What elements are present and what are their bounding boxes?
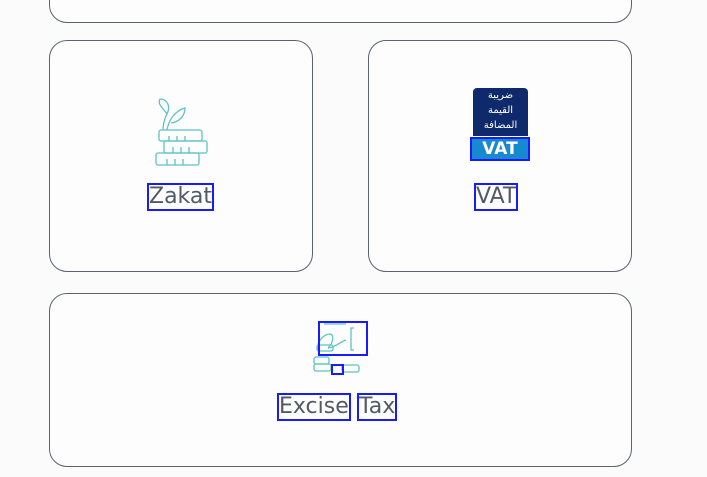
tax-label: Tax: [356, 393, 398, 421]
vat-logo-ar-3: المضافة: [483, 120, 518, 131]
vat-logo-icon: ضريبة القيمة المضافة VAT: [470, 88, 530, 161]
excise-label: Excise: [277, 393, 351, 421]
coin-annotation: [331, 364, 344, 375]
hand-coins-icon: [313, 323, 360, 373]
vat-logo-ar-1: ضريبة: [487, 90, 514, 101]
vat-card[interactable]: ضريبة القيمة المضافة VAT VAT: [368, 40, 632, 272]
zakat-card[interactable]: Zakat: [49, 40, 313, 272]
plant-coins-icon: [155, 98, 208, 166]
vat-label: VAT: [473, 183, 519, 211]
top-card[interactable]: [49, 0, 632, 23]
vat-logo-latin: VAT: [470, 137, 530, 161]
hand-region-annotation: [318, 321, 368, 356]
zakat-label: Zakat: [146, 183, 215, 211]
excise-tax-card[interactable]: Excise Tax: [49, 293, 632, 467]
vat-logo-ar-2: القيمة: [487, 105, 514, 116]
